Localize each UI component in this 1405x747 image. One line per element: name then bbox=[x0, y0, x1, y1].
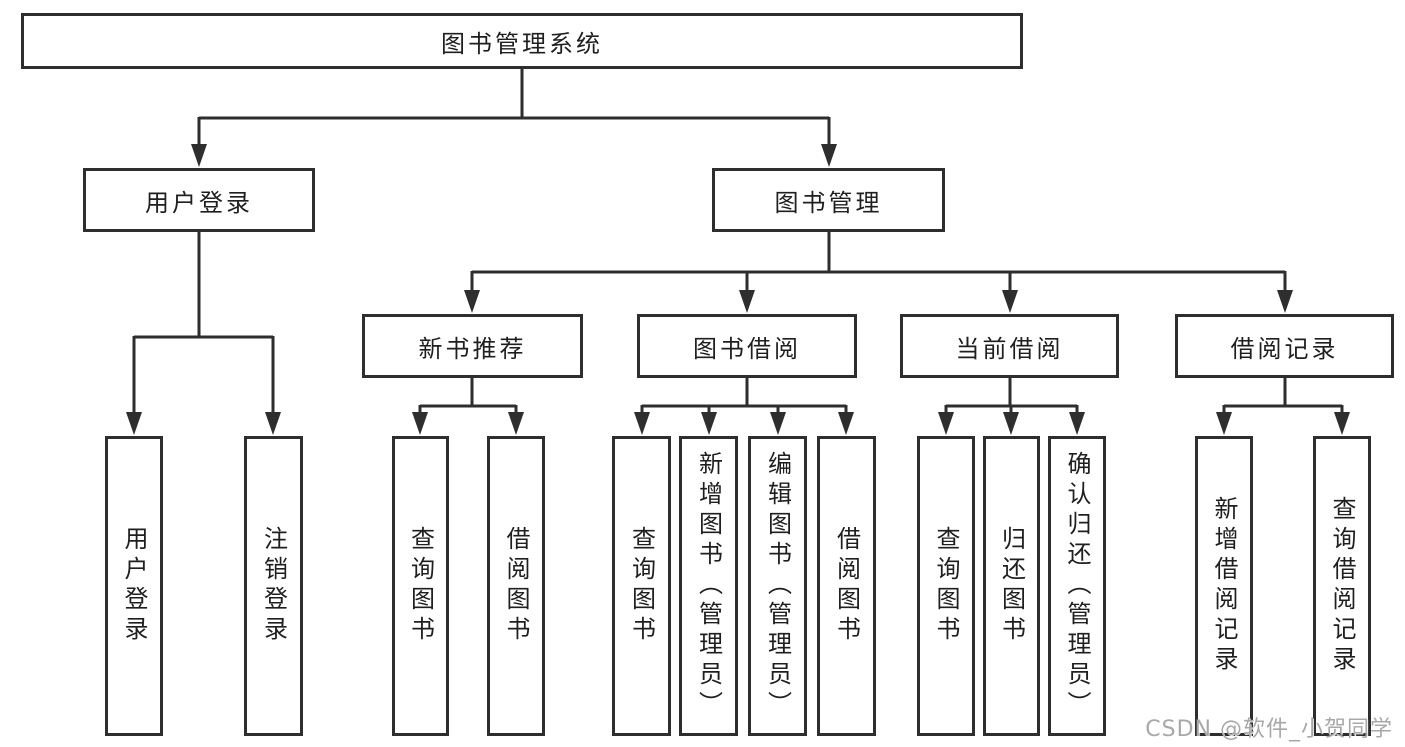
leaf-query-borrow-record: 查询借阅记录 bbox=[1313, 436, 1371, 736]
node-book-management: 图书管理 bbox=[712, 168, 945, 232]
leaf-label: 确认归还（管理员） bbox=[1063, 451, 1091, 721]
node-new-book-recommendation: 新书推荐 bbox=[362, 314, 583, 378]
leaf-confirm-return-admin: 确认归还（管理员） bbox=[1048, 436, 1106, 736]
node-label: 借阅记录 bbox=[1230, 334, 1339, 363]
node-label: 新书推荐 bbox=[418, 334, 527, 363]
leaf-label: 查询借阅记录 bbox=[1328, 496, 1356, 676]
leaf-label: 归还图书 bbox=[997, 526, 1026, 646]
node-label: 图书管理系统 bbox=[441, 29, 603, 58]
leaf-label: 用户登录 bbox=[120, 526, 148, 646]
leaf-borrow-books: 借阅图书 bbox=[817, 436, 876, 736]
leaf-label: 编辑图书（管理员） bbox=[763, 451, 792, 721]
connector-book-management-to-level3 bbox=[464, 232, 1293, 313]
node-label: 图书借阅 bbox=[693, 334, 801, 363]
leaf-edit-book-admin: 编辑图书（管理员） bbox=[748, 436, 807, 736]
leaf-label: 查询图书 bbox=[932, 526, 960, 646]
node-user-login: 用户登录 bbox=[83, 168, 315, 232]
leaf-label: 注销登录 bbox=[259, 526, 288, 646]
leaf-label: 查询图书 bbox=[627, 526, 656, 646]
leaf-query-books-borrow: 查询图书 bbox=[612, 436, 671, 736]
connector-user-login-to-leaves bbox=[126, 232, 281, 435]
leaf-label: 查询图书 bbox=[406, 526, 435, 646]
connector-book-borrow-to-leaves bbox=[634, 378, 854, 435]
watermark: CSDN @软件_小贺同学 bbox=[1145, 717, 1393, 742]
connector-new-books-to-leaves bbox=[412, 378, 524, 435]
leaf-label: 新增图书（管理员） bbox=[694, 451, 723, 721]
node-borrowing-records: 借阅记录 bbox=[1175, 314, 1394, 378]
node-book-borrowing: 图书借阅 bbox=[637, 314, 857, 378]
connector-current-borrow-to-leaves bbox=[938, 378, 1085, 435]
leaf-query-books-current: 查询图书 bbox=[917, 436, 975, 736]
leaf-add-borrow-record: 新增借阅记录 bbox=[1195, 436, 1253, 736]
leaf-query-books-recommend: 查询图书 bbox=[392, 436, 449, 736]
node-label: 图书管理 bbox=[774, 188, 883, 217]
leaf-label: 借阅图书 bbox=[502, 526, 530, 646]
leaf-label: 借阅图书 bbox=[832, 526, 861, 646]
leaf-return-books: 归还图书 bbox=[983, 436, 1040, 736]
leaf-label: 新增借阅记录 bbox=[1210, 496, 1238, 676]
connector-borrow-records-to-leaves bbox=[1216, 378, 1350, 435]
node-label: 用户登录 bbox=[145, 188, 253, 217]
leaf-logout: 注销登录 bbox=[244, 436, 303, 736]
node-label: 当前借阅 bbox=[955, 334, 1064, 363]
leaf-borrow-books-recommend: 借阅图书 bbox=[487, 436, 545, 736]
leaf-add-book-admin: 新增图书（管理员） bbox=[679, 436, 738, 736]
connector-root-to-level2 bbox=[191, 69, 837, 167]
leaf-user-login: 用户登录 bbox=[105, 436, 163, 736]
node-current-borrowing: 当前借阅 bbox=[900, 314, 1119, 378]
node-library-management-system: 图书管理系统 bbox=[21, 13, 1023, 69]
